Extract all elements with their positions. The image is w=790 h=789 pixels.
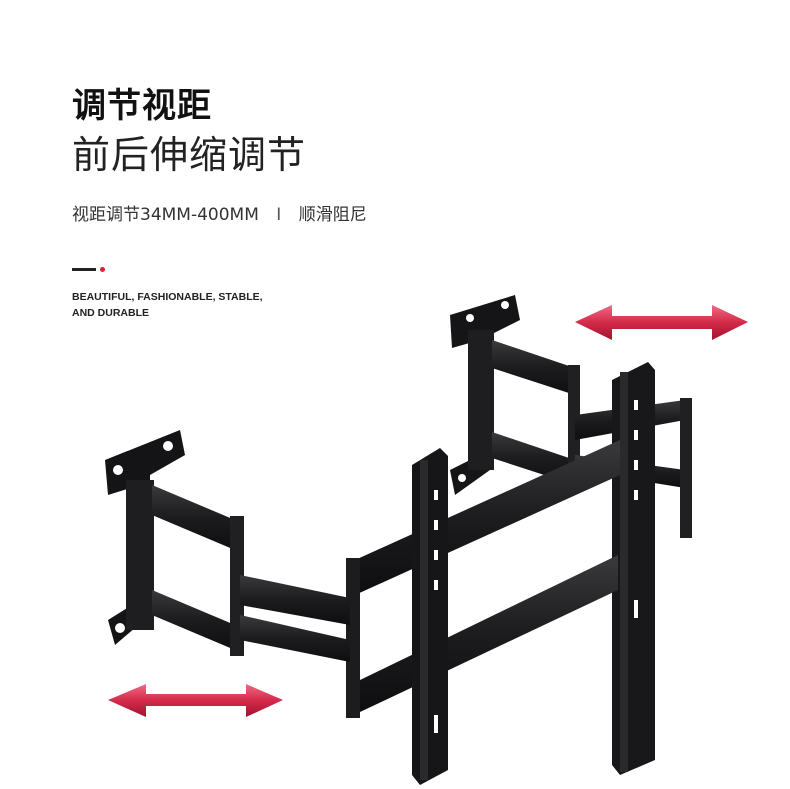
tagline: BEAUTIFUL, FASHIONABLE, STABLE, AND DURA… (72, 289, 302, 321)
spec-range: 视距调节34MM-400MM (72, 205, 259, 225)
wall-plate-front (105, 430, 185, 645)
cross-bars (346, 440, 620, 718)
front-arm (152, 485, 350, 662)
tv-rail-left (412, 448, 448, 785)
divider-dot (100, 267, 105, 272)
wall-plate-rear (450, 295, 520, 495)
tagline-line1: BEAUTIFUL, FASHIONABLE, STABLE, (72, 291, 263, 303)
section-divider (72, 267, 112, 272)
tv-rail-right (612, 362, 655, 775)
double-arrow-icon (108, 684, 283, 717)
tagline-line2: AND DURABLE (72, 307, 149, 319)
page-title: 调节视距 (72, 86, 212, 126)
spec-separator: I (276, 205, 282, 225)
page-subtitle: 前后伸缩调节 (72, 133, 307, 177)
spec-line: 视距调节34MM-400MM I 顺滑阻尼 (72, 200, 367, 225)
spec-extra: 顺滑阻尼 (298, 205, 367, 225)
double-arrow-icon (575, 305, 748, 340)
divider-dash (72, 268, 96, 271)
